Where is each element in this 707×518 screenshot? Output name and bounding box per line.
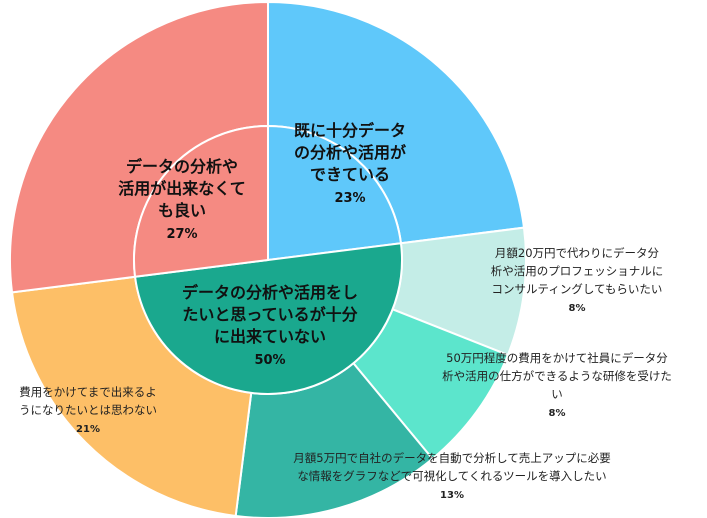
- inner-slice-0: [267, 124, 403, 262]
- outer-label-2: 50万円程度の費用をかけて社員にデータ分析や活用の仕方ができるような研修を受けた…: [442, 351, 672, 419]
- inner-slice-2: [133, 124, 269, 278]
- outer-label-1: 月額20万円で代わりにデータ分析や活用のプロフェッショナルにコンサルティングして…: [491, 246, 664, 314]
- outer-label-3: 月額5万円で自社のデータを自動で分析して売上アップに必要な情報をグラフなどで可視…: [293, 451, 610, 501]
- inner-slice-1: [133, 242, 403, 395]
